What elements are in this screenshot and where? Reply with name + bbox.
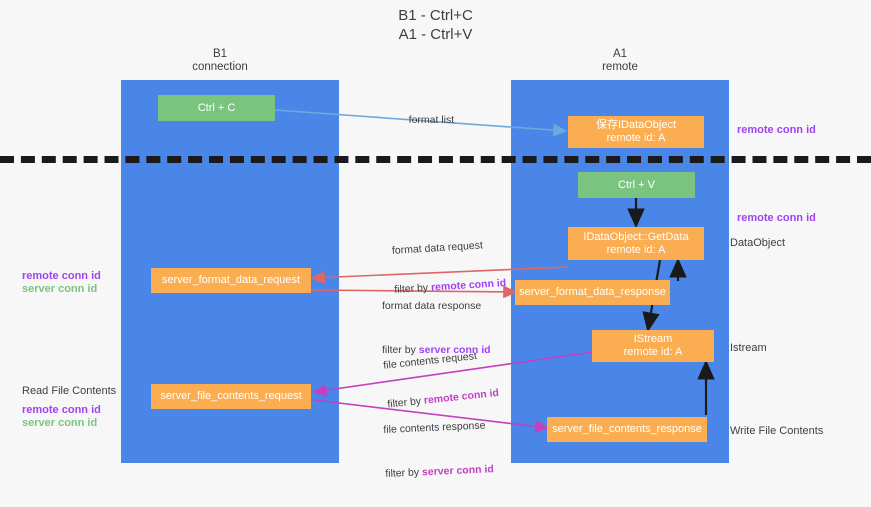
box-server-format-data-request[interactable]: server_format_data_request — [151, 268, 311, 293]
box-fmt-resp-line1: server_format_data_response — [519, 286, 666, 298]
edge-label-fcp-prefix: filter by — [385, 466, 423, 480]
box-ctrl-v[interactable]: Ctrl + V — [578, 172, 695, 198]
annotation-right-remote-conn-id-mid: remote conn id — [737, 212, 816, 224]
box-getdata-line1: IDataObject::GetData — [583, 230, 689, 243]
box-server-file-contents-response[interactable]: server_file_contents_response — [547, 417, 707, 442]
edge-label-file-contents-response: file contents response filter by server … — [382, 393, 495, 507]
box-file-req-line1: server_file_contents_request — [160, 390, 302, 402]
box-istream[interactable]: IStream remote id: A — [592, 330, 714, 362]
box-server-file-contents-request[interactable]: server_file_contents_request — [151, 384, 311, 409]
box-idataobject-line2: remote id: A — [606, 132, 666, 144]
annotation-right-write-file-contents: Write File Contents — [730, 425, 824, 437]
edge-label-fcp-line2: filter by server conn id — [385, 463, 494, 481]
edge-label-fdr-line1: format data request — [391, 239, 484, 257]
edge-label-fdp-line2: filter by server conn id — [382, 344, 491, 357]
annotation-left-remote-conn-id-2: remote conn id — [22, 404, 101, 416]
annotation-left-server-conn-id-2: server conn id — [22, 417, 98, 429]
edge-label-format-data-response: format data response filter by server co… — [382, 274, 491, 383]
annotation-right-dataobject: DataObject — [730, 237, 786, 249]
lane-header-b1: B1 connection — [192, 48, 248, 73]
box-ctrl-c[interactable]: Ctrl + C — [158, 95, 275, 121]
edge-label-format-list: format list — [397, 101, 455, 140]
annotation-right-remote-conn-id-top: remote conn id — [737, 124, 816, 136]
phase-divider — [0, 156, 871, 163]
box-istream-line2: remote id: A — [623, 346, 683, 358]
edge-label-fdp-line1: format data response — [382, 300, 482, 312]
page-title: B1 - Ctrl+C A1 - Ctrl+V — [398, 7, 473, 43]
edge-label-fcp-line1: file contents response — [383, 419, 486, 436]
edge-label-fdp-highlight: server conn id — [418, 344, 491, 356]
box-ctrl-c-line1: Ctrl + C — [197, 101, 236, 114]
edge-label-fcp-highlight: server conn id — [421, 463, 495, 479]
diagram-canvas: B1 - Ctrl+C A1 - Ctrl+V B1 connection A1… — [0, 7, 871, 480]
box-idataobject[interactable]: 保存IDataObject remote id: A — [568, 116, 704, 148]
box-istream-line1: IStream — [633, 333, 673, 345]
box-server-format-data-response[interactable]: server_format_data_response — [515, 280, 670, 305]
annotation-right-istream: Istream — [730, 342, 767, 354]
box-file-resp-line1: server_file_contents_response — [552, 423, 702, 435]
annotation-left-remote-conn-id: remote conn id — [22, 270, 101, 282]
box-fmt-req-line1: server_format_data_request — [161, 274, 301, 286]
box-idataobject-getdata[interactable]: IDataObject::GetData remote id: A — [568, 227, 704, 260]
edge-label-fcr-line1: file contents request — [382, 350, 478, 372]
edge-label-format-list-text: format list — [408, 114, 455, 126]
box-idataobject-line1: 保存IDataObject — [595, 119, 677, 131]
annotation-left-server-conn-id: server conn id — [22, 283, 98, 295]
box-ctrl-v-line1: Ctrl + V — [618, 178, 655, 191]
annotation-left-read-file-contents: Read File Contents — [22, 385, 117, 397]
edge-label-fdp-prefix: filter by — [382, 344, 419, 356]
lane-header-a1: A1 remote — [602, 48, 638, 73]
box-getdata-line2: remote id: A — [606, 243, 666, 256]
